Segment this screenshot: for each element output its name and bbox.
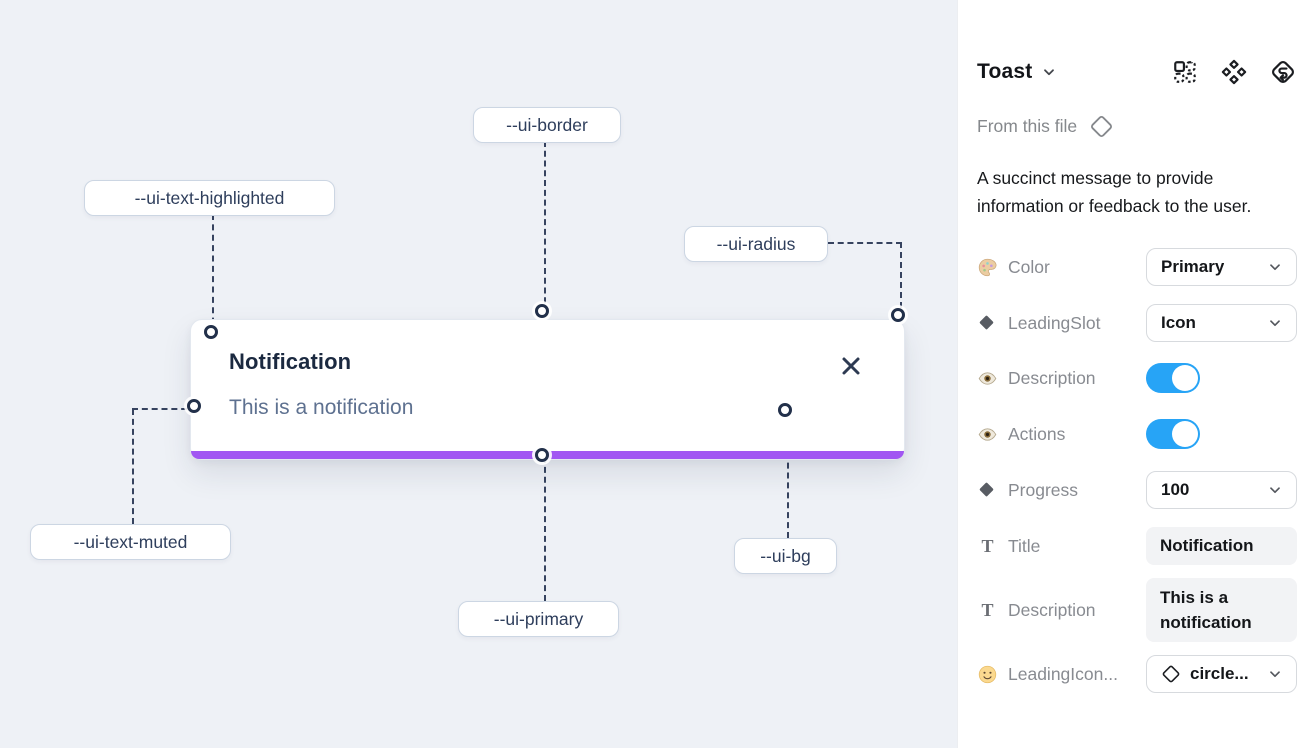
component-title: Toast [977, 60, 1033, 83]
connector-ui-border [544, 141, 546, 313]
chevron-down-icon [1268, 667, 1282, 681]
prop-row-color: Color Primary [958, 248, 1312, 286]
prop-label-progress: Progress [977, 471, 1078, 509]
prop-row-leadingicon: LeadingIcon... circle... [958, 655, 1312, 693]
properties-panel: Toast [957, 0, 1312, 748]
token-label-ui-text-highlighted: --ui-text-highlighted [84, 180, 335, 216]
diamond-outline-icon [1161, 664, 1181, 684]
prop-label-text: Color [1008, 256, 1050, 277]
panel-header: Toast [977, 57, 1296, 87]
component-description: A succinct message to provide informatio… [977, 168, 1252, 216]
text-icon: T [981, 599, 994, 620]
prop-label-text: Progress [1008, 479, 1079, 500]
smiley-icon [977, 664, 998, 685]
description-toggle[interactable] [1146, 363, 1200, 393]
prop-label-description-text: T Description [977, 578, 1096, 642]
connector-ui-text-muted-vertical [132, 409, 134, 524]
source-label: From this file [977, 116, 1078, 136]
prop-row-leadingslot: LeadingSlot Icon [958, 304, 1312, 342]
anchor-dot-ui-primary [535, 448, 549, 462]
prop-label-text: Description [1008, 599, 1096, 620]
diamond-outline-icon [1089, 114, 1114, 139]
token-label-ui-text-muted: --ui-text-muted [30, 524, 231, 560]
prop-label-actions: Actions [977, 415, 1065, 453]
connector-ui-text-muted-horizontal [132, 408, 197, 410]
chevron-down-icon[interactable] [1042, 65, 1056, 79]
component-props-icon[interactable] [1221, 59, 1247, 85]
prop-label-text: LeadingIcon... [1008, 663, 1118, 684]
description-field[interactable]: This is a notification [1146, 578, 1297, 642]
title-field[interactable]: Notification [1146, 527, 1297, 565]
prop-row-progress: Progress 100 [958, 471, 1312, 509]
text-icon: T [981, 535, 994, 556]
close-icon[interactable] [840, 355, 862, 377]
progress-select[interactable]: 100 [1146, 471, 1297, 509]
connector-ui-primary [544, 457, 546, 601]
prop-row-title: T Title Notification [958, 527, 1312, 565]
toast-description: This is a notification [229, 396, 414, 419]
anchor-dot-ui-border [535, 304, 549, 318]
token-label-ui-border: --ui-border [473, 107, 621, 143]
chevron-down-icon [1268, 483, 1282, 497]
prop-label-leadingslot: LeadingSlot [977, 304, 1100, 342]
instance-grid-icon[interactable] [1172, 59, 1198, 85]
prop-row-actions-toggle: Actions [958, 415, 1312, 453]
token-label-ui-primary: --ui-primary [458, 601, 619, 637]
chevron-down-icon [1268, 260, 1282, 274]
anchor-dot-ui-bg [778, 403, 792, 417]
toast-title: Notification [229, 349, 352, 374]
leadingslot-select[interactable]: Icon [1146, 304, 1297, 342]
connector-ui-text-highlighted [212, 214, 214, 334]
leadingicon-select[interactable]: circle... [1146, 655, 1297, 693]
anchor-dot-ui-text-muted [187, 399, 201, 413]
prop-label-leadingicon: LeadingIcon... [977, 655, 1118, 693]
toggle-knob [1172, 365, 1198, 391]
color-select[interactable]: Primary [1146, 248, 1297, 286]
header-icon-group [1172, 59, 1296, 85]
anchor-dot-ui-text-highlighted [204, 325, 218, 339]
actions-toggle[interactable] [1146, 419, 1200, 449]
eye-icon [977, 424, 998, 445]
diamond-icon [977, 313, 998, 334]
toast-component[interactable]: Notification This is a notification [190, 319, 905, 460]
token-label-ui-bg: --ui-bg [734, 538, 837, 574]
s-diamond-icon[interactable] [1270, 59, 1296, 85]
prop-row-description-text: T Description This is a notification [958, 578, 1312, 642]
token-label-ui-radius: --ui-radius [684, 226, 828, 262]
toggle-knob [1172, 421, 1198, 447]
prop-label-text: Actions [1008, 423, 1066, 444]
palette-icon [977, 257, 998, 278]
prop-label-text: Title [1008, 535, 1041, 556]
prop-label-description: Description [977, 359, 1096, 397]
prop-label-text: Description [1008, 367, 1096, 388]
source-row: From this file [977, 114, 1114, 139]
connector-ui-radius-horizontal [828, 242, 902, 244]
prop-label-text: LeadingSlot [1008, 312, 1101, 333]
prop-row-description-toggle: Description [958, 359, 1312, 397]
chevron-down-icon [1268, 316, 1282, 330]
connector-ui-bg [787, 413, 789, 538]
eye-icon [977, 368, 998, 389]
design-canvas: Notification This is a notification --ui… [0, 0, 957, 748]
anchor-dot-ui-radius [891, 308, 905, 322]
diamond-icon [977, 480, 998, 501]
connector-ui-radius-vertical [900, 242, 902, 318]
prop-label-color: Color [977, 248, 1050, 286]
prop-label-title: T Title [977, 527, 1040, 565]
